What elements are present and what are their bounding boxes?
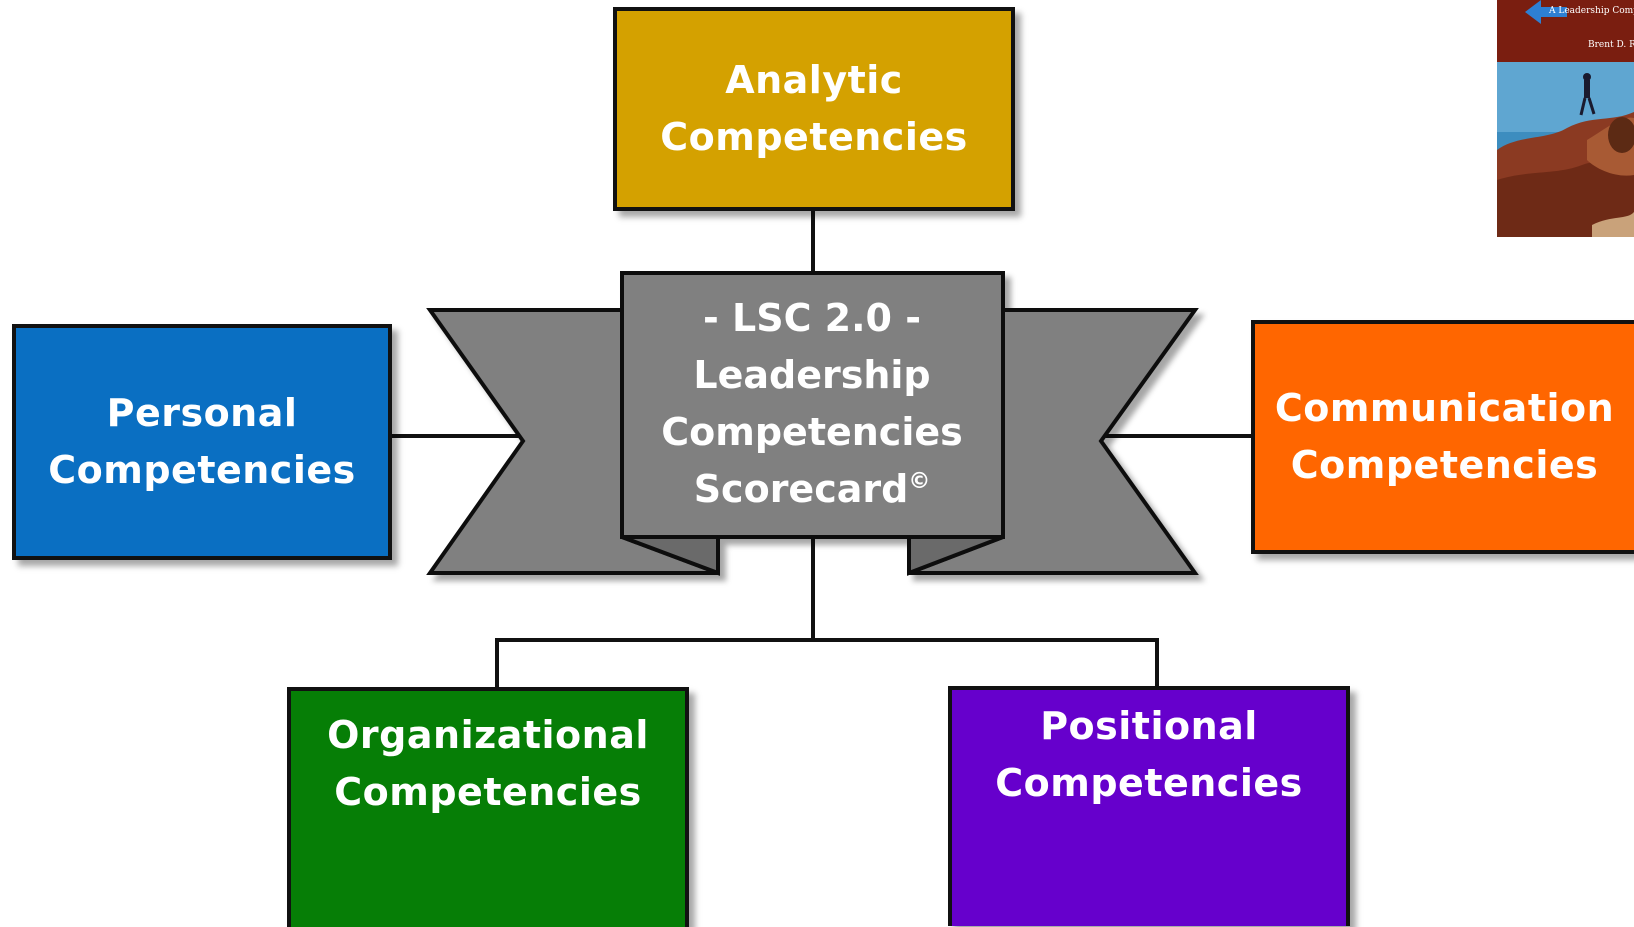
positional-competencies-box: Positional Competencies	[948, 686, 1350, 926]
scorecard-title-line-competencies: Competencies	[661, 410, 963, 454]
connector-lines	[392, 211, 1251, 687]
communication-label: Communication	[1274, 386, 1615, 430]
communication-sublabel: Competencies	[1290, 443, 1599, 487]
organizational-sublabel: Competencies	[334, 770, 642, 814]
personal-sublabel: Competencies	[48, 448, 356, 492]
organizational-competencies-box: Organizational Competencies	[287, 687, 689, 927]
communication-competencies-box: Communication Competencies	[1251, 320, 1634, 554]
scorecard-version: - LSC 2.0 -	[702, 296, 922, 340]
ribbon-banner	[426, 271, 1199, 576]
analytic-label: Analytic	[725, 58, 903, 102]
copyright-mark: ©	[908, 469, 931, 494]
analytic-sublabel: Competencies	[660, 115, 968, 159]
scorecard-word: Scorecard	[693, 467, 909, 511]
positional-label: Positional	[1040, 704, 1258, 748]
scorecard-title-line-scorecard: Scorecard©	[694, 461, 931, 524]
positional-sublabel: Competencies	[995, 761, 1303, 805]
scorecard-title-line-leadership: Leadership	[693, 353, 931, 397]
connector-organizational	[495, 638, 813, 687]
analytic-competencies-box: Analytic Competencies	[613, 7, 1015, 211]
arrow-icon	[1525, 0, 1567, 24]
organizational-label: Organizational	[327, 713, 649, 757]
book-subtitle: A Leadership Comp	[1549, 6, 1634, 16]
ribbon-center-panel	[620, 271, 1005, 539]
book-cover-thumbnail: A Leadership Comp Brent D. R	[1497, 0, 1634, 237]
book-author: Brent D. R	[1588, 40, 1634, 50]
personal-competencies-box: Personal Competencies	[12, 324, 392, 560]
book-cover-art	[1497, 0, 1634, 237]
connector-positional	[813, 638, 1159, 686]
personal-label: Personal	[106, 391, 298, 435]
scorecard-title: - LSC 2.0 - Leadership Competencies Scor…	[622, 277, 1002, 537]
